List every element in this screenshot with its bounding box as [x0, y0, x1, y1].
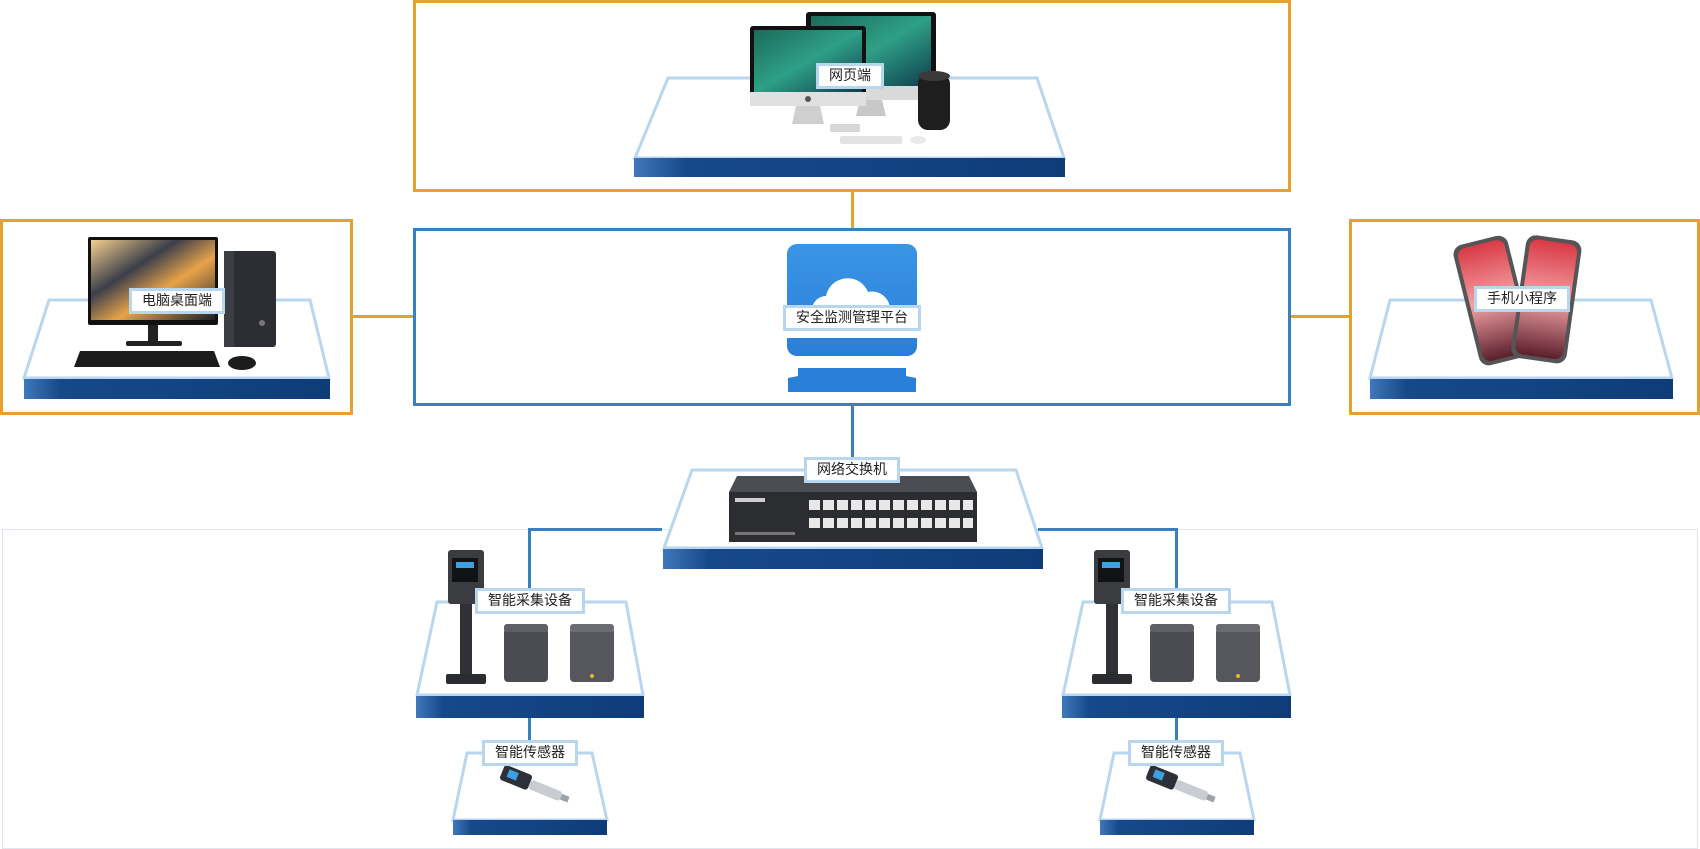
connector-platform-switch: [851, 406, 854, 458]
switch-label: 网络交换机: [804, 457, 900, 483]
connector-switch-right-h: [1038, 528, 1178, 531]
pressure-sensor-icon: [500, 765, 570, 803]
collector-right-label: 智能采集设备: [1121, 588, 1231, 614]
sensor-left-label: 智能传感器: [482, 740, 578, 766]
pressure-sensor-icon: [1146, 765, 1216, 803]
desktop-frame: [0, 219, 353, 415]
desktop-label: 电脑桌面端: [129, 288, 225, 314]
connector-platform-mobile: [1291, 315, 1349, 318]
web-label: 网页端: [816, 63, 884, 89]
sensor-right-label: 智能传感器: [1128, 740, 1224, 766]
collector-left-label: 智能采集设备: [475, 588, 585, 614]
connector-switch-left-h: [528, 528, 662, 531]
connector-web-platform: [851, 192, 854, 228]
platform-label: 安全监测管理平台: [783, 305, 921, 331]
connector-switch-left-v: [528, 528, 531, 588]
web-frame: [413, 0, 1291, 192]
connector-collector-sensor-left: [528, 718, 531, 740]
mobile-frame: [1349, 219, 1700, 415]
data-collector-icon: [1092, 550, 1260, 684]
network-switch-icon: [729, 476, 977, 542]
connector-collector-sensor-right: [1175, 718, 1178, 740]
connector-switch-right-v: [1175, 528, 1178, 588]
data-collector-icon: [446, 550, 614, 684]
connector-desktop-platform: [353, 315, 413, 318]
platform-frame: [413, 228, 1291, 406]
web-stage: [632, 76, 1067, 177]
mobile-label: 手机小程序: [1474, 286, 1570, 312]
